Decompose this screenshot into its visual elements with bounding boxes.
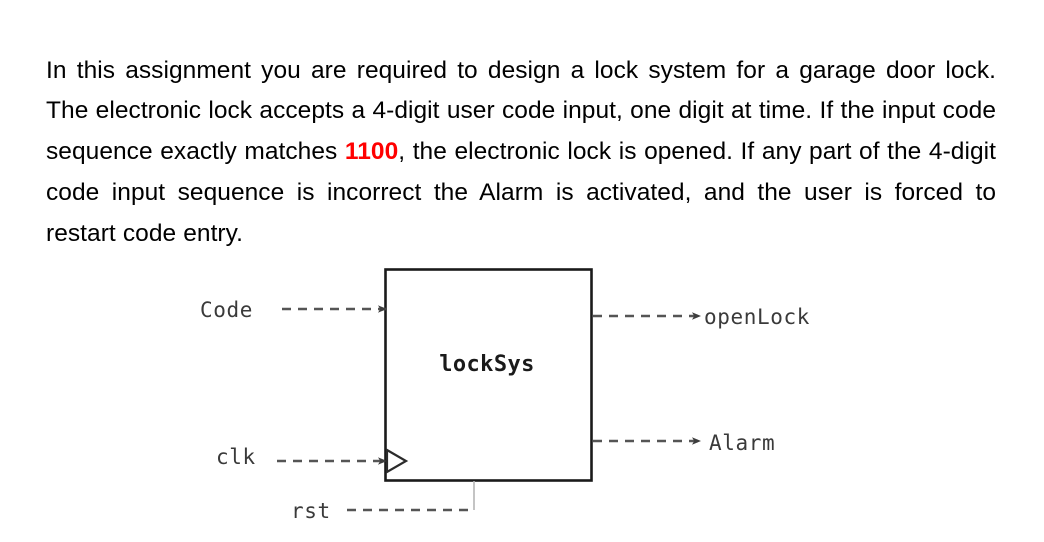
module-name-label: lockSys	[439, 352, 535, 377]
input-label-rst: rst	[291, 499, 331, 523]
locksys-module-box	[384, 268, 593, 482]
paragraph-segment-tail: , the electronic lock is opened. If any …	[46, 138, 996, 247]
problem-statement-paragraph: In this assignment you are required to d…	[46, 51, 996, 255]
clock-triangle-icon	[385, 448, 409, 474]
input-label-clk: clk	[216, 445, 256, 469]
input-label-code: Code	[200, 298, 253, 322]
output-label-alarm: Alarm	[709, 431, 775, 455]
output-label-openlock: openLock	[704, 305, 810, 329]
paragraph-segment-lead: In this assignment you are required to d…	[46, 56, 996, 166]
target-code-highlight: 1100	[344, 138, 399, 166]
